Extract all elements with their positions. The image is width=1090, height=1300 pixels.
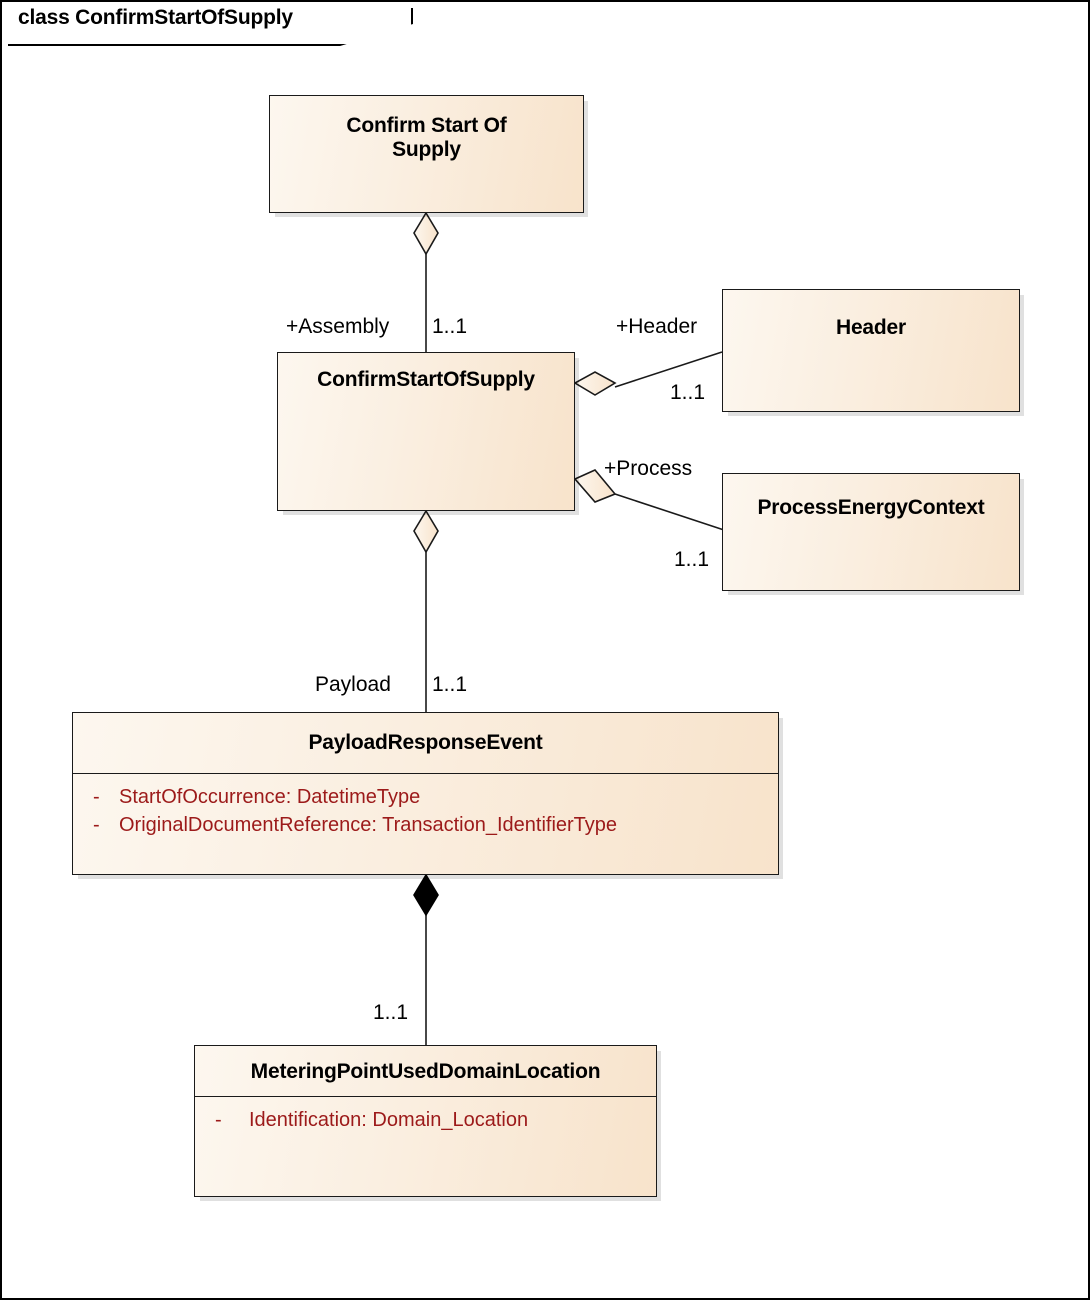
attribute-text: OriginalDocumentReference: Transaction_I… bbox=[119, 814, 618, 837]
class-box-header[interactable]: Header bbox=[722, 289, 1020, 412]
attribute-visibility: - bbox=[93, 814, 100, 837]
class-box-payloadresponseevent[interactable]: PayloadResponseEvent - StartOfOccurrence… bbox=[72, 712, 779, 875]
attribute-list: - Identification: Domain_Location bbox=[195, 1098, 656, 1134]
edge-multiplicity-payload: 1..1 bbox=[432, 673, 468, 696]
class-name-line1: Confirm Start Of bbox=[346, 114, 507, 137]
class-box-confirm-start-of-supply-document[interactable]: Confirm Start Of Supply bbox=[269, 95, 584, 213]
edge-multiplicity-assembly: 1..1 bbox=[432, 315, 468, 338]
class-name: Header bbox=[835, 316, 906, 339]
connector-metering bbox=[413, 873, 439, 1045]
attribute-row: - StartOfOccurrence: DatetimeType bbox=[79, 783, 772, 811]
attribute-row: - Identification: Domain_Location bbox=[201, 1106, 650, 1134]
edge-role-label-assembly: +Assembly bbox=[286, 315, 390, 338]
attribute-visibility: - bbox=[215, 1109, 222, 1131]
edge-role-label-header: +Header bbox=[616, 315, 698, 338]
class-name: PayloadResponseEvent bbox=[308, 731, 543, 754]
attribute-text: StartOfOccurrence: DatetimeType bbox=[119, 786, 421, 808]
class-name: MeteringPointUsedDomainLocation bbox=[250, 1060, 601, 1083]
edge-multiplicity-metering: 1..1 bbox=[373, 1001, 409, 1024]
class-box-confirmstartofsupply[interactable]: ConfirmStartOfSupply bbox=[277, 352, 575, 511]
edge-role-label-payload: Payload bbox=[315, 673, 391, 696]
aggregation-diamond-assembly bbox=[413, 211, 439, 256]
diagram-title-tab bbox=[8, 8, 413, 46]
edge-multiplicity-header: 1..1 bbox=[670, 381, 706, 404]
class-name: ConfirmStartOfSupply bbox=[317, 368, 535, 391]
class-box-meteringpointuseddomainlocation[interactable]: MeteringPointUsedDomainLocation - Identi… bbox=[194, 1045, 657, 1197]
class-name: Confirm Start Of Supply bbox=[270, 96, 583, 161]
diagram-title-label: class ConfirmStartOfSupply bbox=[18, 6, 293, 29]
attribute-visibility: - bbox=[93, 786, 100, 808]
class-box-processenergycontext[interactable]: ProcessEnergyContext bbox=[722, 473, 1020, 591]
edge-role-label-process: +Process bbox=[604, 457, 693, 480]
class-name-line2: Supply bbox=[392, 137, 461, 161]
attribute-list: - StartOfOccurrence: DatetimeType - Orig… bbox=[73, 775, 778, 840]
class-compartment-divider bbox=[195, 1096, 656, 1097]
attribute-text: Identification: Domain_Location bbox=[249, 1109, 529, 1131]
diagram-title-tab-fill bbox=[8, 8, 411, 44]
class-name: ProcessEnergyContext bbox=[757, 496, 985, 519]
aggregation-diamond-header bbox=[573, 371, 617, 396]
class-compartment-divider bbox=[73, 773, 778, 774]
aggregation-diamond-payload bbox=[413, 509, 439, 554]
composition-diamond-metering bbox=[413, 873, 439, 917]
edge-multiplicity-process: 1..1 bbox=[674, 548, 710, 571]
attribute-row: - OriginalDocumentReference: Transaction… bbox=[79, 811, 772, 839]
